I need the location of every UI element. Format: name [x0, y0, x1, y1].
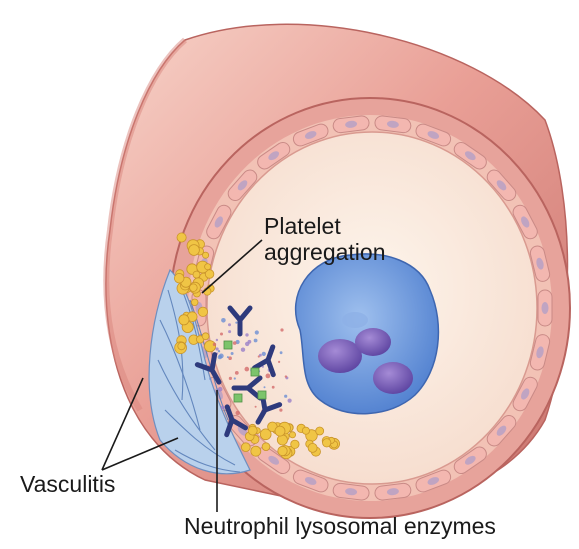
platelet	[202, 333, 209, 340]
enzyme-granule	[219, 354, 224, 359]
platelet	[251, 446, 261, 456]
enzyme-granule	[213, 343, 216, 346]
enzyme-granule	[245, 342, 249, 346]
platelet	[302, 427, 309, 434]
enzyme-granule	[221, 318, 226, 323]
enzyme-granule	[272, 386, 275, 389]
enzyme-granule	[245, 333, 248, 336]
enzyme-granule	[278, 361, 280, 363]
complement	[224, 341, 232, 349]
platelet	[275, 426, 285, 436]
platelet	[198, 307, 207, 316]
enzyme-granule	[255, 406, 257, 408]
enzyme-granule	[218, 387, 223, 392]
enzyme-granule	[231, 352, 234, 355]
enzyme-granule	[220, 333, 223, 336]
platelet	[203, 252, 209, 258]
enzyme-granule	[228, 323, 231, 326]
platelet	[291, 440, 299, 448]
vasculitis-label: Vasculitis	[20, 471, 115, 497]
enzyme-granule	[254, 339, 258, 343]
platelet	[278, 446, 287, 455]
platelet	[204, 341, 215, 352]
platelet	[174, 273, 184, 283]
enzyme-granule	[227, 356, 229, 358]
platelet	[308, 443, 317, 452]
enzyme-granule	[245, 367, 250, 372]
complement	[251, 368, 259, 376]
endothelial-cell	[538, 290, 552, 326]
platelet	[190, 284, 198, 292]
platelet	[316, 427, 324, 435]
enzyme-granule	[236, 411, 240, 415]
enzyme-granule	[266, 374, 271, 379]
enzyme-granule	[264, 386, 266, 388]
platelet	[262, 443, 270, 451]
enzyme-granule	[218, 350, 220, 352]
enzyme-granule	[280, 351, 283, 354]
platelet	[191, 299, 198, 306]
enzyme-granule	[262, 352, 266, 356]
platelet	[189, 245, 200, 256]
enzyme-granule	[259, 354, 262, 357]
enzyme-granule	[221, 406, 225, 410]
enzyme-granule	[228, 330, 231, 333]
platelet-label-line2: aggregation	[264, 239, 386, 265]
enzyme-granule	[285, 375, 287, 377]
enzyme-granule	[216, 347, 219, 350]
platelet	[241, 443, 250, 452]
platelet-label-line1: Platelet	[264, 213, 386, 239]
enzyme-granule	[233, 341, 237, 345]
enzyme-granule	[288, 399, 292, 403]
enzyme-granule	[209, 378, 211, 380]
neutrophil-enzymes-label: Neutrophil lysosomal enzymes	[184, 513, 496, 539]
enzyme-granule	[216, 339, 218, 341]
platelet	[323, 439, 331, 447]
enzyme-granule	[234, 377, 236, 379]
neutrophil	[296, 254, 439, 414]
enzyme-granule	[235, 371, 239, 375]
platelet	[193, 271, 200, 278]
platelet-aggregation-label: Platelet aggregation	[264, 213, 386, 265]
enzyme-granule	[279, 409, 282, 412]
platelet	[178, 342, 185, 349]
platelet	[205, 264, 211, 270]
enzyme-granule	[280, 328, 283, 331]
platelet	[179, 315, 189, 325]
platelet	[248, 426, 257, 435]
platelet	[289, 432, 295, 438]
enzyme-granule	[241, 348, 245, 352]
enzyme-granule	[284, 395, 287, 398]
vasculitis-leader-line-1	[102, 378, 143, 470]
enzyme-granule	[255, 330, 259, 334]
complement	[234, 394, 242, 402]
complement	[258, 391, 266, 399]
platelet	[177, 233, 186, 242]
enzyme-granule	[235, 322, 237, 324]
enzyme-granule	[229, 377, 232, 380]
